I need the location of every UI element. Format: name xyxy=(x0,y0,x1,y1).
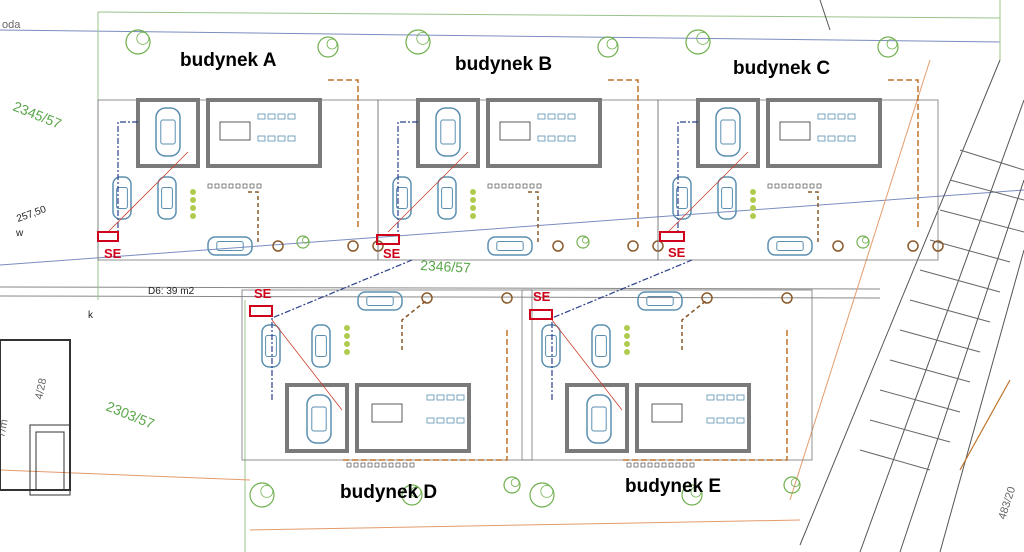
lot-top-2 xyxy=(657,29,944,261)
parcel-2345: 2345/57 xyxy=(11,98,64,132)
road-fragment: oda xyxy=(2,19,21,31)
d6-note: D6: 39 m2 xyxy=(148,286,195,297)
svg-text:SE: SE xyxy=(668,245,686,260)
building-label-b: budynek B xyxy=(455,54,552,75)
building-lots xyxy=(97,29,944,508)
parcel-483: 483/20 xyxy=(996,485,1018,521)
lot-top-1 xyxy=(377,29,664,261)
svg-text:SE: SE xyxy=(383,246,401,261)
w-mark: w xyxy=(15,228,24,239)
building-label-a: budynek A xyxy=(180,50,277,71)
se-marker-c: SE xyxy=(659,231,686,260)
svg-text:SE: SE xyxy=(104,246,122,261)
elevation-mark: 257,50 xyxy=(15,204,48,225)
svg-text:SE: SE xyxy=(533,289,551,304)
k-mark: k xyxy=(88,310,94,321)
building-label-c: budynek C xyxy=(733,58,830,79)
se-marker-d: SE xyxy=(249,286,273,317)
parcel-2303: 2303/57 xyxy=(104,398,157,432)
se-marker-e: SE xyxy=(529,289,553,320)
lot-bottom-0 xyxy=(241,259,533,508)
parcel-labels: 2345/57 2346/57 2303/57 483/20 oda 257,5… xyxy=(0,19,1018,521)
se-marker-b: SE xyxy=(376,234,401,261)
se-marker-a: SE xyxy=(97,231,122,261)
building-label-d: budynek D xyxy=(340,482,437,503)
side-note-2: 7/m xyxy=(0,418,11,438)
parcel-2346: 2346/57 xyxy=(420,257,472,276)
side-note: 4/28 xyxy=(33,377,49,400)
building-label-e: budynek E xyxy=(625,476,721,497)
svg-text:SE: SE xyxy=(254,286,272,301)
